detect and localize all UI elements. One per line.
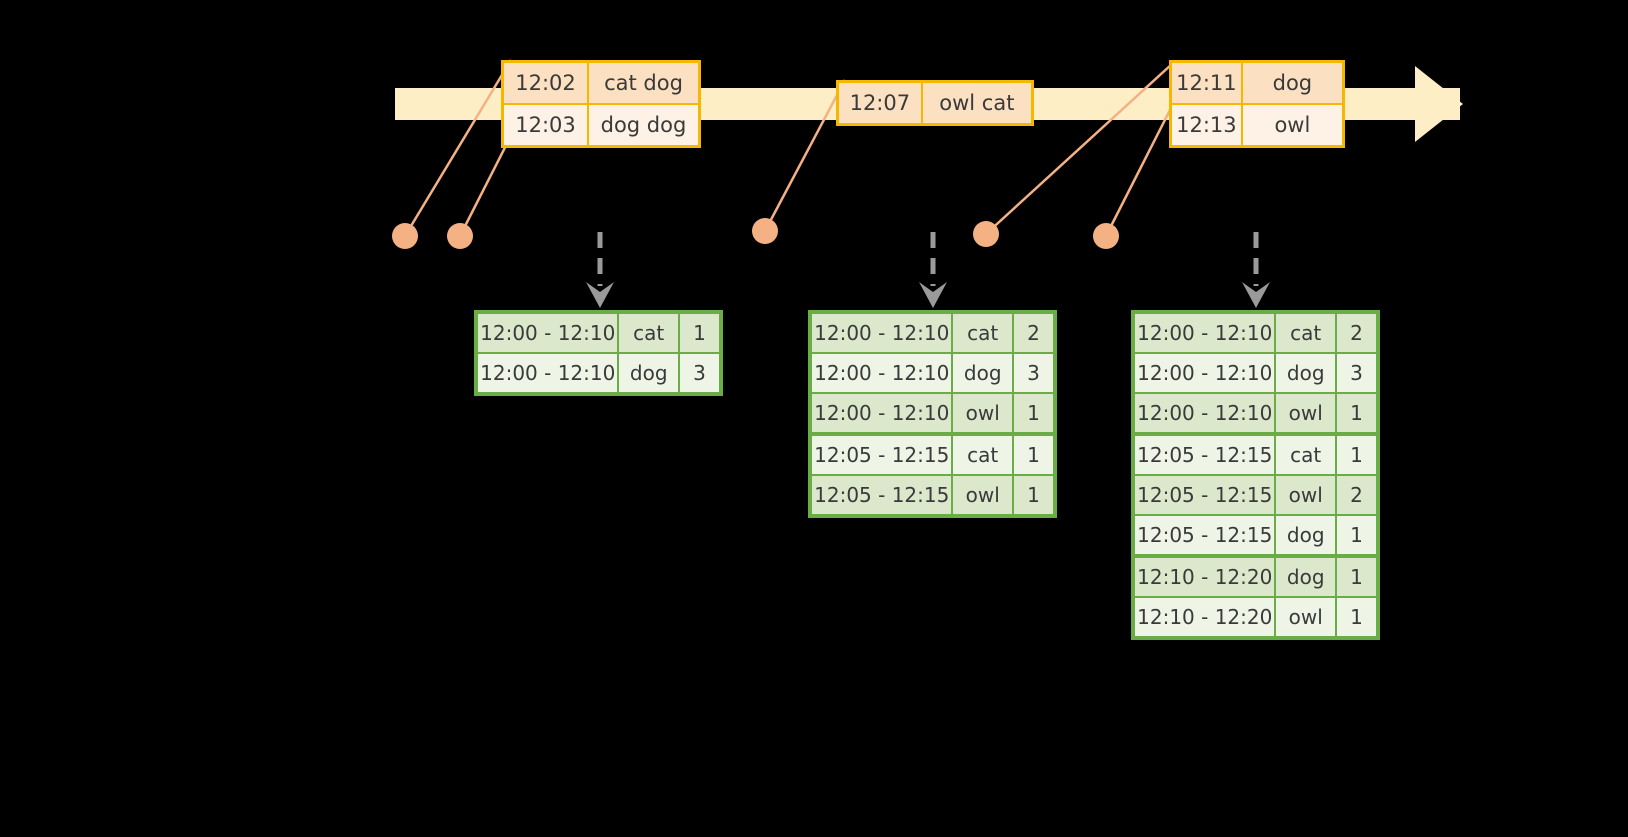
cell-window: 12:00 - 12:10: [478, 354, 620, 392]
event-time: 12:03: [504, 105, 589, 145]
cell-count: 3: [1013, 354, 1053, 392]
cell-count: 2: [1013, 314, 1053, 352]
cell-count: 1: [1336, 436, 1376, 474]
cell-window: 12:00 - 12:10: [812, 394, 954, 432]
event-row: 12:02 cat dog: [504, 63, 698, 103]
cell-window: 12:00 - 12:10: [812, 314, 954, 352]
cell-count: 1: [1013, 436, 1053, 474]
cell-key: cat: [619, 314, 680, 352]
event-time: 12:13: [1172, 105, 1243, 145]
event-time: 12:11: [1172, 63, 1243, 103]
cell-window: 12:10 - 12:20: [1135, 598, 1277, 636]
event-marker-5: [1093, 223, 1119, 249]
cell-window: 12:00 - 12:10: [1135, 314, 1277, 352]
event-group-2: 12:07 owl cat: [836, 80, 1034, 126]
event-row: 12:07 owl cat: [839, 83, 1031, 123]
event-row: 12:03 dog dog: [504, 103, 698, 145]
cell-key: cat: [1276, 436, 1337, 474]
emit-arrow-2-head-icon: [919, 282, 947, 308]
connector-line-5: [1104, 109, 1172, 237]
event-row: 12:13 owl: [1172, 103, 1342, 145]
cell-window: 12:05 - 12:15: [812, 436, 954, 474]
cell-key: dog: [1276, 516, 1337, 554]
event-group-3: 12:11 dog 12:13 owl: [1169, 60, 1345, 148]
event-value: dog dog: [588, 105, 698, 145]
emit-arrow-3-head-icon: [1242, 282, 1270, 308]
cell-count: 1: [1336, 394, 1376, 432]
cell-window: 12:05 - 12:15: [812, 476, 954, 514]
connector-line-1: [403, 59, 513, 237]
cell-count: 3: [679, 354, 719, 392]
cell-window: 12:05 - 12:15: [1135, 516, 1277, 554]
cell-count: 1: [1013, 476, 1053, 514]
cell-key: owl: [953, 394, 1014, 432]
cell-count: 1: [1336, 598, 1376, 636]
timeline-arrowhead-icon: [1415, 66, 1463, 142]
event-value: cat dog: [588, 63, 698, 103]
event-time: 12:07: [839, 83, 923, 123]
cell-window: 12:10 - 12:20: [1135, 558, 1277, 596]
cell-window: 12:00 - 12:10: [812, 354, 954, 392]
event-value: dog: [1242, 63, 1342, 103]
cell-count: 1: [1336, 516, 1376, 554]
cell-key: dog: [1276, 558, 1337, 596]
cell-key: owl: [953, 476, 1014, 514]
cell-window: 12:05 - 12:15: [1135, 436, 1277, 474]
cell-count: 2: [1336, 476, 1376, 514]
cell-key: cat: [953, 314, 1014, 352]
event-row: 12:11 dog: [1172, 63, 1342, 103]
cell-window: 12:00 - 12:10: [1135, 354, 1277, 392]
cell-key: dog: [619, 354, 680, 392]
cell-count: 1: [1013, 394, 1053, 432]
cell-window: 12:05 - 12:15: [1135, 476, 1277, 514]
event-marker-4: [973, 221, 999, 247]
event-marker-1: [392, 223, 418, 249]
cell-count: 3: [1336, 354, 1376, 392]
event-marker-3: [752, 218, 778, 244]
cell-key: cat: [1276, 314, 1337, 352]
cell-key: owl: [1276, 476, 1337, 514]
cell-window: 12:00 - 12:10: [478, 314, 620, 352]
emit-arrow-1-head-icon: [586, 282, 614, 308]
cell-count: 1: [1336, 558, 1376, 596]
cell-key: cat: [953, 436, 1014, 474]
event-marker-2: [447, 223, 473, 249]
cell-count: 1: [679, 314, 719, 352]
cell-key: dog: [1276, 354, 1337, 392]
event-group-1: 12:02 cat dog 12:03 dog dog: [501, 60, 701, 148]
cell-count: 2: [1336, 314, 1376, 352]
event-value: owl: [1242, 105, 1342, 145]
event-time: 12:02: [504, 63, 589, 103]
cell-window: 12:00 - 12:10: [1135, 394, 1277, 432]
event-value: owl cat: [922, 83, 1031, 123]
cell-key: owl: [1276, 598, 1337, 636]
cell-key: owl: [1276, 394, 1337, 432]
cell-key: dog: [953, 354, 1014, 392]
